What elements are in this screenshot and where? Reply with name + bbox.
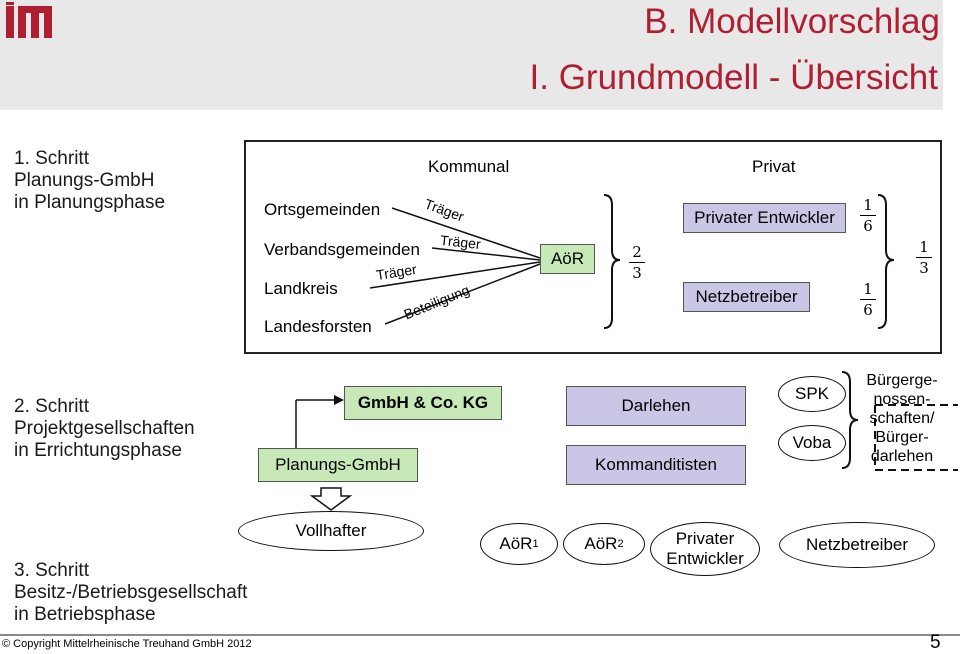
- gmbh-co-kg-box: GmbH & Co. KG: [344, 386, 502, 420]
- share-private-2-num: 1: [860, 280, 876, 300]
- edge-landesforsten: [384, 263, 541, 325]
- buerger-line-4: Bürger-: [875, 429, 929, 446]
- page-subtitle: I. Grundmodell - Übersicht: [529, 58, 938, 97]
- municipality-landkreis: Landkreis: [264, 279, 338, 298]
- arrow-head-left: [334, 395, 344, 405]
- step2-label: 2. Schritt Projektgesellschaften in Erri…: [14, 396, 195, 462]
- share-private-total-num: 1: [916, 238, 932, 258]
- privater-entwickler-line-1: Privater: [675, 529, 735, 548]
- netzbetreiber-oval: Netzbetreiber: [779, 522, 935, 568]
- share-public-fraction: 2 3: [629, 243, 645, 283]
- down-arrow-icon: [309, 487, 353, 511]
- privater-entwickler-oval: Privater Entwickler: [650, 522, 760, 576]
- footer-divider: [0, 634, 960, 636]
- edge-verbandsgemeinden: [431, 247, 541, 261]
- share-private-1-num: 1: [860, 196, 876, 216]
- step3-heading: 3. Schritt: [14, 560, 89, 581]
- share-private-total-den: 3: [919, 259, 929, 277]
- aoer1-base: AöR: [499, 534, 533, 553]
- planungs-gmbh-box: Planungs-GmbH: [258, 448, 418, 482]
- step1-sub1: Planungs-GmbH: [14, 170, 155, 191]
- share-private-total-fraction: 1 3: [916, 238, 932, 278]
- municipality-ortsgemeinden: Ortsgemeinden: [264, 200, 381, 219]
- spk-oval: SPK: [778, 376, 846, 412]
- edge-ortsgemeinden: [391, 207, 541, 259]
- share-private-1-den: 6: [863, 217, 873, 235]
- step2-heading: 2. Schritt: [14, 396, 89, 417]
- kommunal-label: Kommunal: [428, 157, 510, 176]
- buerger-line-2: nossen-: [873, 391, 931, 408]
- step2-sub1: Projektgesellschaften: [14, 418, 195, 439]
- step3-sub2: in Betriebsphase: [14, 604, 156, 625]
- aoer-box: AöR: [540, 244, 595, 274]
- itm-logo: [6, 2, 52, 38]
- aoer2-base: AöR: [584, 534, 618, 553]
- header-bar: [0, 0, 943, 110]
- brace-banks: [841, 371, 859, 469]
- aoer1-sub: 1: [532, 538, 539, 550]
- netzbetreiber-box: Netzbetreiber: [683, 282, 810, 312]
- step1-panel: [244, 140, 942, 354]
- step2-sub2: in Errichtungsphase: [14, 440, 182, 461]
- vollhafter-oval: Vollhafter: [238, 511, 424, 551]
- municipality-landesforsten: Landesforsten: [264, 317, 372, 336]
- privater-entwickler-box: Privater Entwickler: [683, 203, 846, 233]
- share-private-2-fraction: 1 6: [860, 280, 876, 320]
- copyright-text: © Copyright Mittelrheinische Treuhand Gm…: [2, 638, 252, 650]
- privater-entwickler-line-2: Entwickler: [666, 549, 744, 568]
- brace-public: [603, 194, 621, 329]
- share-private-2-den: 6: [863, 301, 873, 319]
- voba-oval: Voba: [778, 425, 846, 461]
- buerger-text: Bürgerge- nossen- schaften/ Bürger- darl…: [866, 371, 938, 466]
- step3-sub1: Besitz-/Betriebsgesellschaft: [14, 582, 248, 603]
- page-number: 5: [930, 632, 941, 653]
- buerger-line-1: Bürgerge-: [866, 372, 938, 389]
- brace-private: [877, 194, 895, 329]
- darlehen-box: Darlehen: [566, 386, 746, 426]
- edge-landkreis: [369, 261, 541, 289]
- kommanditisten-box: Kommanditisten: [566, 445, 746, 485]
- privat-label: Privat: [752, 157, 796, 176]
- dashed-box-buerger: [874, 404, 958, 471]
- municipality-verbandsgemeinden: Verbandsgemeinden: [264, 240, 420, 259]
- step3-label: 3. Schritt Besitz-/Betriebsgesellschaft …: [14, 560, 247, 626]
- share-public-den: 3: [632, 264, 642, 282]
- share-private-1-fraction: 1 6: [860, 196, 876, 236]
- buerger-line-5: darlehen: [870, 448, 934, 465]
- step1-heading: 1. Schritt: [14, 148, 89, 169]
- step1-label: 1. Schritt Planungs-GmbH in Planungsphas…: [14, 148, 165, 214]
- buerger-line-3: schaften/: [869, 410, 935, 427]
- share-public-num: 2: [629, 243, 645, 263]
- page-title: B. Modellvorschlag: [644, 2, 940, 41]
- aoer2-sub: 2: [617, 538, 624, 550]
- step1-sub2: in Planungsphase: [14, 192, 166, 213]
